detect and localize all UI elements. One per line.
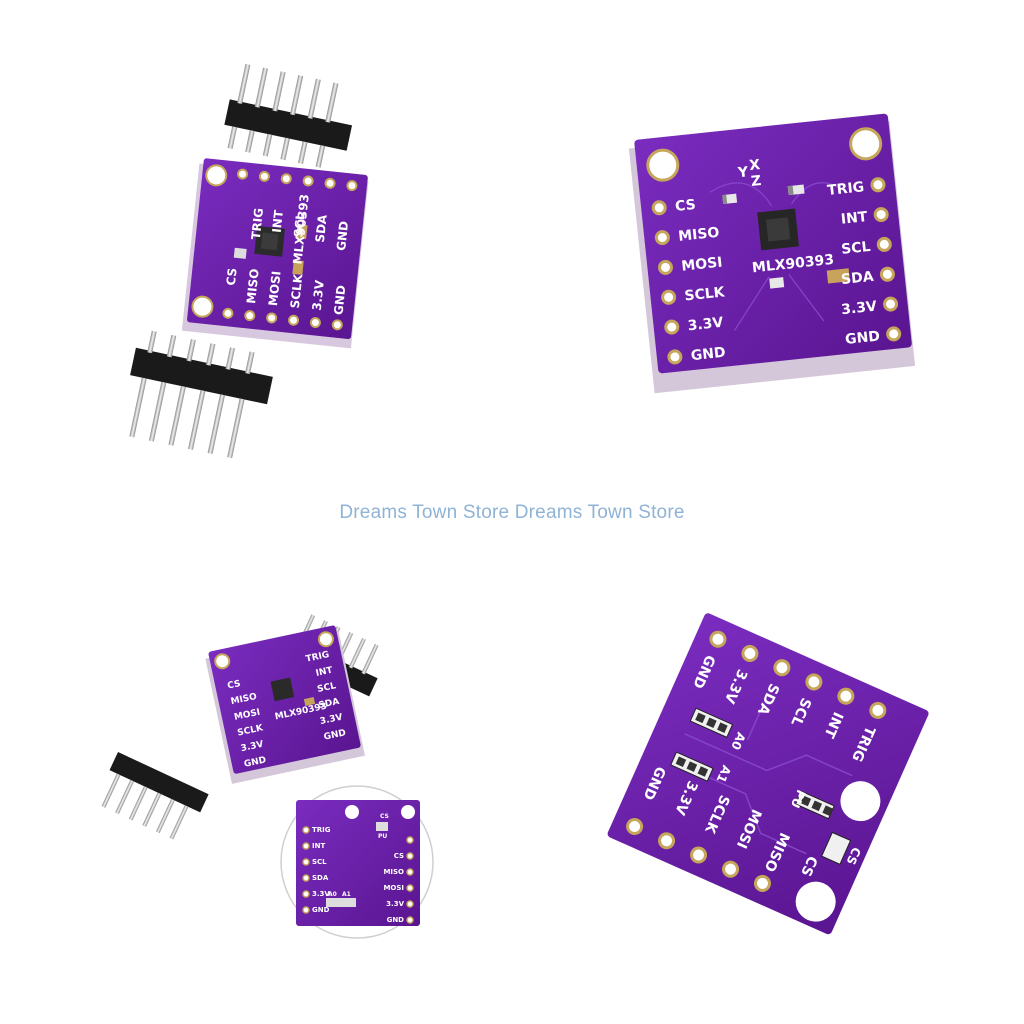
inset-pin-trig: TRIG [312,826,331,834]
inset-pu-label: PU [378,833,387,840]
tl-pin-scl: SCL [291,211,308,238]
bl-pin-trig: TRIG [305,650,330,665]
br-pu-label: PU [788,788,808,811]
bottom-right-board-back: GND 3.3V SDA SCL INT TRIG GND 3.3V SCLK … [607,613,929,935]
tr-pin-trig: TRIG [827,179,866,199]
br-jumper-a1: A1 [714,763,734,785]
tl-pin-gnd-r: GND [334,220,351,251]
inset-pin-mosi: MOSI [383,884,404,892]
tl-pin-int: INT [270,209,286,234]
store-watermark: Dreams Town Store Dreams Town Store [339,502,685,523]
inset-a1-label: A1 [342,891,351,898]
pin-header-top [224,63,353,168]
tl-pin-sclk: SCLK [288,273,306,309]
tr-pin-miso: MISO [678,225,721,245]
tr-pin-mosi: MOSI [681,254,724,274]
tr-pin-sclk: SCLK [684,284,727,304]
tl-pin-mosi: MOSI [266,270,284,307]
inset-a0-label: A0 [328,891,337,898]
bl-pin-scl: SCL [316,681,337,695]
pin-header-bottom [129,330,273,459]
back-side-inset: TRIG INT SCL SDA 3.3V GND CS MISO MOSI 3… [280,785,434,939]
inset-pin-gnd-l: GND [312,906,330,914]
bl-pin-3v3: 3.3V [240,740,265,755]
top-left-board-photo: TRIG INT SCL SDA GND CS MISO MOSI SCLK 3… [129,63,369,459]
tl-pin-trig: TRIG [249,207,266,240]
tr-axis-z: Z [750,173,762,190]
inset-pin-cs: CS [394,852,404,860]
inset-pin-scl: SCL [312,858,327,866]
inset-pin-gnd: GND [387,916,405,924]
tl-pin-cs: CS [224,267,240,286]
tr-pin-3v3-r: 3.3V [840,299,877,319]
tr-pin-cs: CS [674,197,696,215]
tl-pin-gnd: GND [331,284,348,315]
br-jumper-a0: A0 [728,730,748,752]
tr-pin-gnd-r: GND [844,328,880,348]
tl-pin-miso: MISO [244,268,262,305]
inset-pin-int: INT [312,842,325,850]
pin-header-left [101,752,209,840]
inset-cs-label: CS [380,813,389,820]
bl-pin-int: INT [315,665,335,678]
bl-pin-cs: CS [227,679,242,692]
tl-pin-sda: SDA [313,213,330,243]
tr-axis-x: X [749,157,762,174]
tr-pin-gnd-l: GND [690,345,726,365]
inset-pin-3v3-l: 3.3V [312,890,330,898]
bottom-left-board-photo: CS MISO MOSI SCLK 3.3V GND TRIG INT SCL … [101,614,434,939]
inset-pin-3v3: 3.3V [386,900,404,908]
bl-pin-3v3-r: 3.3V [319,713,344,728]
tl-pin-3v3: 3.3V [310,279,327,312]
inset-pin-miso: MISO [383,868,404,876]
top-right-board-photo: Y X Z CS MISO MOSI SCLK 3.3V GND TRIG IN… [628,113,916,394]
tr-pin-scl: SCL [841,239,872,258]
br-pin-cs-bottom: CS [797,853,820,878]
bl-pin-sda: SDA [318,697,341,711]
tr-pin-int: INT [840,209,868,228]
inset-pin-sda: SDA [312,874,329,882]
tr-axis-y: Y [736,164,750,181]
tr-pin-3v3-l: 3.3V [687,315,724,335]
br-cs-label: CS [844,845,864,867]
tr-pin-sda: SDA [840,269,874,288]
bl-pin-gnd: GND [243,755,267,769]
bl-pin-gnd-r: GND [323,728,347,742]
